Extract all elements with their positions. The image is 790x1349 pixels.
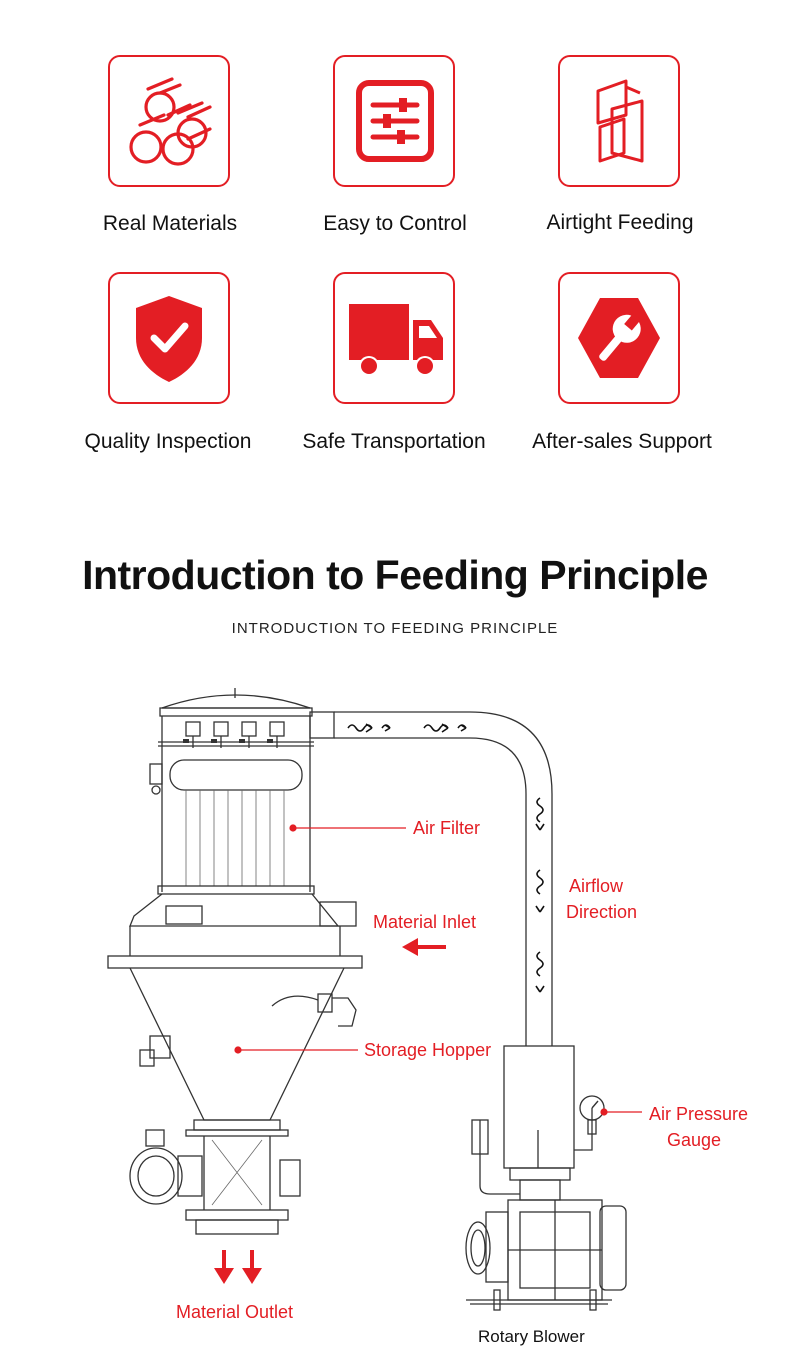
section-title: Introduction to Feeding Principle <box>82 552 708 598</box>
feature-card-after-sales-support <box>558 272 680 404</box>
pressure-gauge <box>579 1095 605 1135</box>
rotary-blower <box>465 1199 627 1311</box>
air-filter-body <box>149 716 315 895</box>
label-material-inlet: Material Inlet <box>373 912 476 932</box>
wrench-icon <box>578 298 660 378</box>
feature-label-safe-transportation: Safe Transportation <box>302 430 486 453</box>
storage-hopper-cone <box>129 967 357 1121</box>
conveying-pipe <box>309 711 553 1046</box>
blower-silencer <box>471 1045 593 1201</box>
feature-card-airtight-feeding <box>558 55 680 187</box>
filter-top-cap <box>158 688 314 747</box>
label-storage-hopper: Storage Hopper <box>364 1040 491 1060</box>
sliders-icon <box>356 80 434 162</box>
label-pressure-line1: Air Pressure <box>649 1104 748 1124</box>
label-air-filter: Air Filter <box>413 818 480 838</box>
pipes-icon <box>129 77 212 166</box>
label-airflow-line2: Direction <box>566 902 637 922</box>
inlet-arrow <box>402 938 446 956</box>
outlet-arrows <box>214 1250 262 1284</box>
label-airflow-line1: Airflow <box>569 876 624 896</box>
shield-check-icon <box>136 296 202 382</box>
feeding-principle-diagram: Air Filter Material Inlet Airflow Direct… <box>107 688 748 1346</box>
feature-card-safe-transportation <box>333 272 455 404</box>
seal-panels-icon <box>596 79 644 163</box>
label-material-outlet: Material Outlet <box>176 1302 293 1322</box>
filter-valves <box>183 721 285 748</box>
feature-label-after-sales-support: After-sales Support <box>532 430 712 453</box>
feature-label-quality-inspection: Quality Inspection <box>84 430 252 453</box>
discharge-rotary-valve <box>129 1119 301 1235</box>
section-subtitle: INTRODUCTION TO FEEDING PRINCIPLE <box>231 620 559 637</box>
feature-label-real-materials: Real Materials <box>102 212 238 235</box>
feature-label-airtight-feeding: Airtight Feeding <box>546 211 694 234</box>
feature-card-real-materials <box>108 55 230 187</box>
label-pressure-line2: Gauge <box>667 1130 721 1150</box>
feature-card-quality-inspection <box>108 272 230 404</box>
feature-card-easy-to-control <box>333 55 455 187</box>
feature-label-easy-to-control: Easy to Control <box>323 212 467 235</box>
label-rotary-blower: Rotary Blower <box>478 1327 585 1346</box>
callout-leaders <box>234 824 642 1116</box>
truck-icon <box>349 304 443 376</box>
material-inlet-section <box>107 893 363 969</box>
airflow-arrows <box>347 723 545 993</box>
